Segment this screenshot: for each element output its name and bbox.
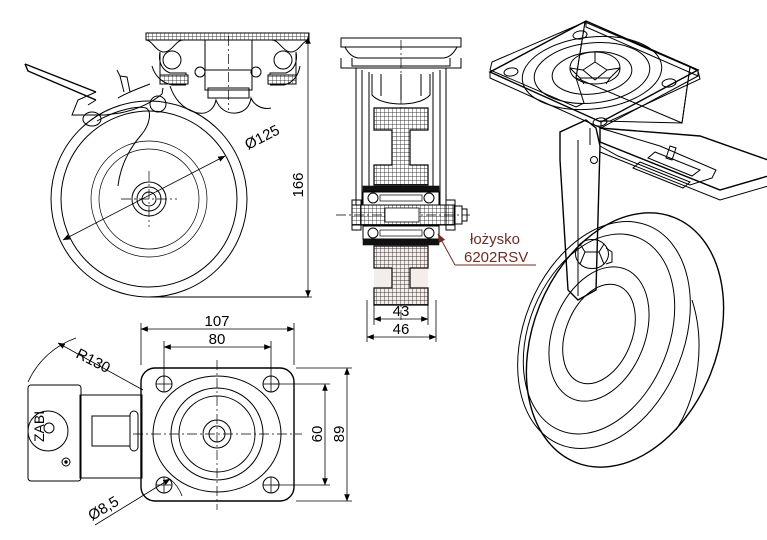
section-wheel-upper <box>373 107 429 186</box>
dim-plate-width-label: 107 <box>204 313 229 330</box>
bearing-callout-line1: łożysko <box>470 231 520 248</box>
section-fork <box>355 68 447 210</box>
front-kingpin <box>204 36 253 110</box>
dim-bolt-spacing-long-label: 80 <box>209 331 226 348</box>
iso-wheel <box>517 212 725 468</box>
dim-overall-height-label: 166 <box>290 172 307 197</box>
dim-tread-width: 43 <box>373 300 429 325</box>
dim-hub-width: 46 <box>366 300 437 342</box>
bottom-brake-block: ZABI <box>27 384 143 482</box>
dim-bolt-spacing-short: 60 <box>273 383 330 486</box>
dim-overall-height: 166 <box>290 36 311 298</box>
dim-plate-width: 107 <box>140 313 295 365</box>
dim-tread-width-label: 43 <box>393 303 410 320</box>
brand-logo-text: ZABI <box>31 411 47 442</box>
dim-hub-width-label: 46 <box>393 321 410 338</box>
dim-plate-depth: 89 <box>296 367 352 502</box>
dim-bolt-spacing-short-label: 60 <box>309 426 326 443</box>
section-bearing-upper <box>362 185 440 206</box>
section-axle <box>336 199 470 231</box>
front-view: Ø125 166 <box>24 32 312 298</box>
section-bearing-lower <box>362 225 440 246</box>
bearing-callout-line2: 6202RSV <box>464 249 528 266</box>
iso-fork <box>559 119 767 301</box>
iso-mounting-plate <box>488 20 701 129</box>
bearing-callout: łożysko 6202RSV <box>374 231 536 305</box>
bottom-plate <box>133 360 302 510</box>
dim-plate-depth-label: 89 <box>331 426 348 443</box>
isometric-view <box>488 20 767 468</box>
dim-bolt-spacing-long: 80 <box>163 331 272 378</box>
section-view: łożysko 6202RSV 43 46 <box>336 37 536 342</box>
